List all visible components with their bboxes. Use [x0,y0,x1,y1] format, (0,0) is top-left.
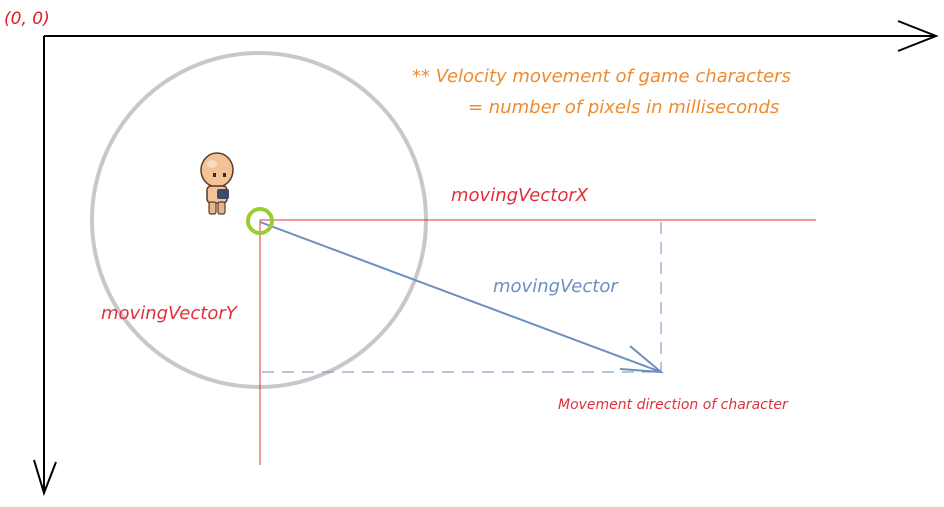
moving-vector-arrowhead-icon [619,345,665,374]
moving-vector-arrow [259,221,662,373]
note-line-1: ** Velocity movement of game characters [412,66,791,87]
movement-direction-label: Movement direction of character [558,397,789,413]
character-position-marker [246,207,274,235]
y-axis-arrowhead-icon [33,459,57,497]
coordinate-axes [33,20,939,497]
origin-label: (0, 0) [4,9,50,29]
moving-vector-label: movingVector [493,276,619,297]
note-line-2: = number of pixels in milliseconds [468,97,779,118]
moving-vector-y-label: movingVectorY [101,303,239,324]
x-axis-arrowhead-icon [897,20,939,52]
character-sprite-icon [200,152,234,215]
moving-vector-x-label: movingVectorX [451,185,589,206]
